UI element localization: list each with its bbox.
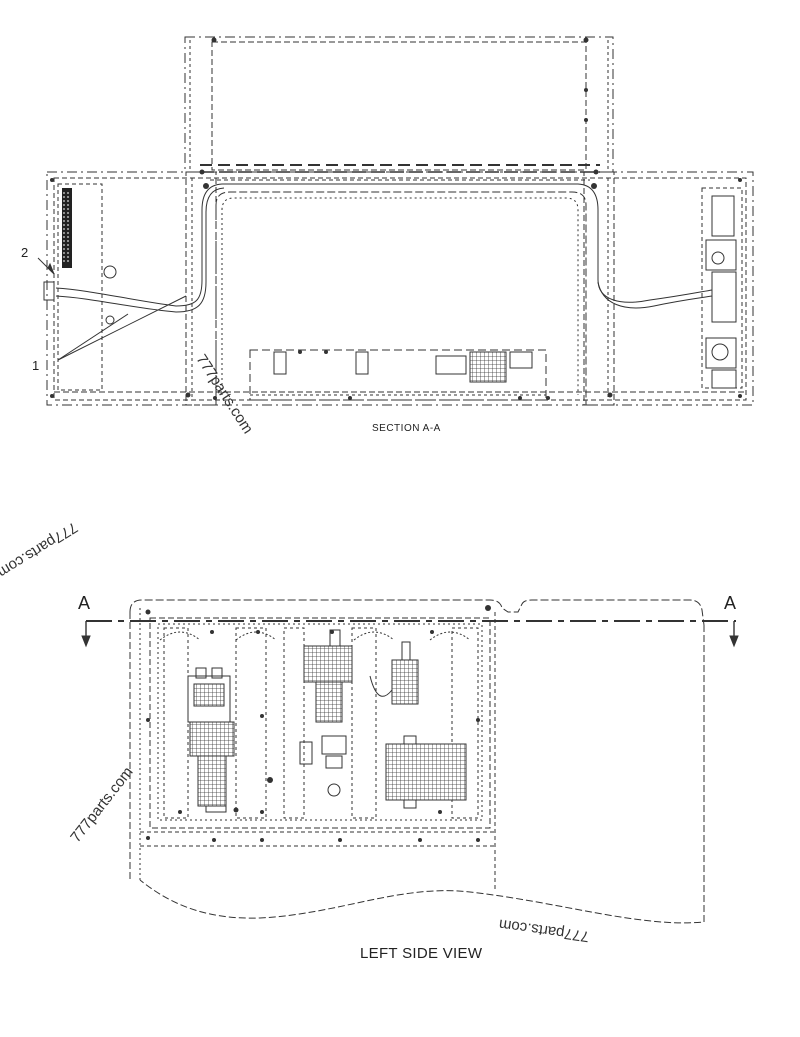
main-frame bbox=[37, 164, 754, 406]
left-side-view-title: LEFT SIDE VIEW bbox=[360, 945, 483, 962]
enclosure-outline bbox=[129, 599, 705, 924]
panel-components bbox=[187, 629, 467, 813]
callout-1-label: 1 bbox=[32, 358, 40, 373]
section-a-a-title: SECTION A-A bbox=[372, 423, 441, 434]
panel-fasteners bbox=[145, 605, 491, 842]
cut-marker-right: A bbox=[724, 593, 737, 613]
left-side-view-drawing bbox=[81, 599, 739, 924]
cut-marker-left: A bbox=[78, 593, 91, 613]
section-a-a-drawing bbox=[37, 36, 754, 406]
frame-fasteners bbox=[50, 37, 742, 400]
callout-2-label: 2 bbox=[21, 245, 29, 260]
upper-enclosure bbox=[184, 36, 614, 173]
cut-line-a-a bbox=[81, 620, 739, 648]
mounting-panel bbox=[140, 617, 495, 847]
